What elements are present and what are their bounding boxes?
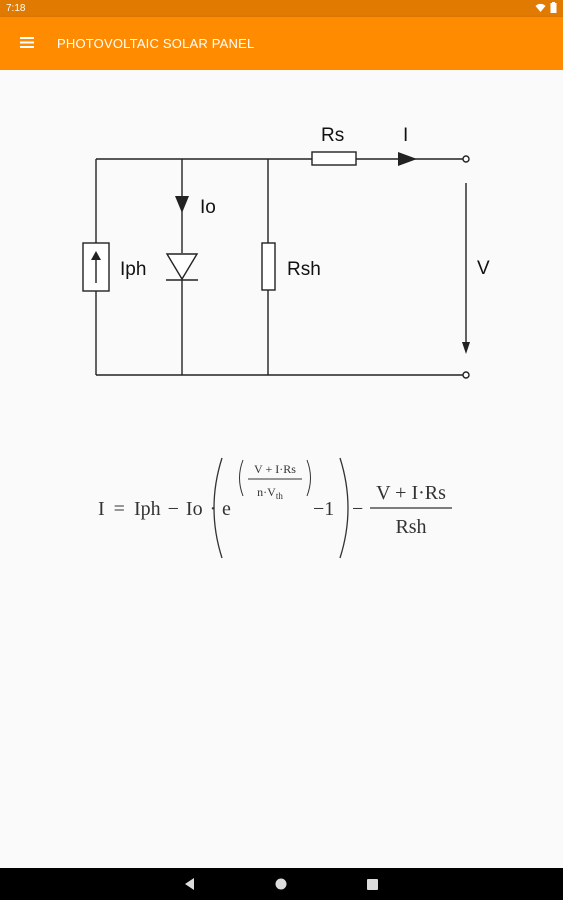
back-icon	[185, 878, 194, 890]
eq-io: Io	[186, 498, 203, 520]
rs-label: Rs	[321, 125, 344, 146]
eq-exp-base: e	[222, 498, 231, 520]
terminal-bottom	[462, 371, 470, 379]
circuit-and-equation: Rs I Io Iph Rsh V I = Iph − Io · e V + I…	[82, 125, 490, 559]
svg-text:n·Vth: n·Vth	[257, 485, 283, 501]
pv-equation: I = Iph − Io · e V + I·Rs n·Vth −1 − V +…	[98, 457, 452, 559]
eq-equals: =	[114, 498, 125, 520]
main-content: Rs I Io Iph Rsh V I = Iph − Io · e V + I…	[0, 70, 563, 868]
eq-fraction-denominator: Rsh	[395, 516, 426, 538]
io-arrow	[175, 196, 189, 213]
eq-lhs: I	[98, 498, 105, 520]
home-icon	[275, 878, 287, 890]
eq-iph: Iph	[134, 498, 161, 520]
home-button[interactable]	[271, 874, 291, 894]
eq-fraction-numerator: V + I·Rs	[376, 482, 446, 504]
eq-dot: ·	[210, 498, 217, 520]
battery-icon	[550, 2, 557, 13]
rsh-label: Rsh	[287, 259, 321, 280]
status-bar: 7:18	[0, 0, 563, 17]
iph-label: Iph	[120, 259, 146, 280]
diode-symbol	[165, 253, 199, 281]
rsh-resistor-symbol	[261, 242, 276, 291]
current-label: I	[403, 125, 408, 146]
io-label: Io	[200, 197, 216, 218]
voltage-label: V	[477, 258, 490, 279]
app-bar: PHOTOVOLTAIC SOLAR PANEL	[0, 17, 563, 70]
hamburger-menu-icon	[20, 36, 34, 48]
eq-exp-numerator: V + I·Rs	[254, 462, 296, 476]
wifi-icon	[535, 3, 546, 12]
eq-exp-denominator: n·V	[257, 485, 276, 499]
svg-text:I = Iph: I = Iph − Io ·	[98, 498, 216, 520]
terminal-top	[462, 155, 470, 163]
status-time: 7:18	[6, 3, 26, 14]
eq-minus-1: −	[168, 498, 179, 520]
status-icons	[535, 2, 557, 13]
app-title: PHOTOVOLTAIC SOLAR PANEL	[57, 36, 255, 51]
back-button[interactable]	[180, 874, 200, 894]
recents-icon	[366, 878, 378, 890]
navigation-bar	[0, 868, 563, 900]
menu-button[interactable]	[12, 27, 42, 57]
eq-exp-denominator-sub: th	[276, 491, 284, 501]
circuit-diagram	[82, 151, 470, 379]
current-arrow	[398, 152, 417, 166]
eq-minus-one: −1	[313, 498, 334, 520]
eq-minus-2: −	[352, 498, 363, 520]
rs-resistor-symbol	[311, 151, 357, 166]
recents-button[interactable]	[362, 874, 382, 894]
voltage-arrow	[462, 342, 470, 354]
